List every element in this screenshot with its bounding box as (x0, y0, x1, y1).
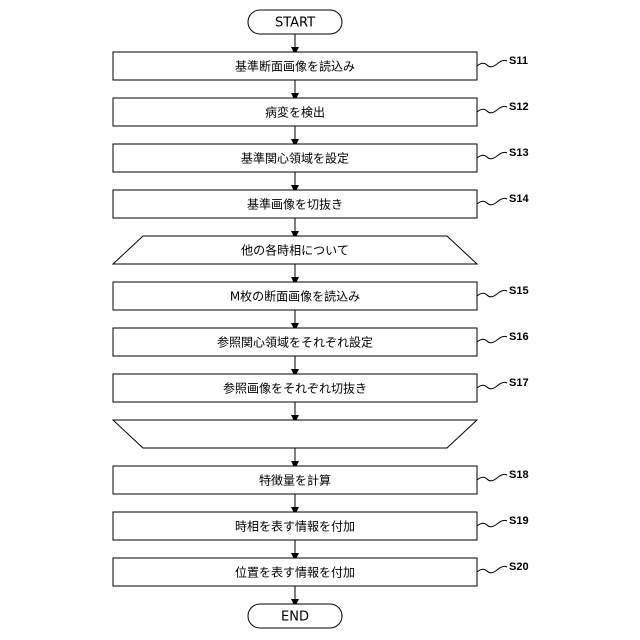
step-id-s16: S16 (509, 331, 529, 343)
step-id-s14: S14 (509, 193, 529, 205)
process-s19: 時相を表す情報を付加 S19 (113, 512, 529, 540)
step-id-s12: S12 (509, 101, 529, 113)
step-id-s20: S20 (509, 561, 529, 573)
step-text-s14: 基準画像を切抜き (247, 197, 343, 212)
process-s18: 特徴量を計算 S18 (113, 466, 529, 494)
process-s20: 位置を表す情報を付加 S20 (113, 558, 529, 586)
process-s16: 参照関心領域をそれぞれ設定 S16 (113, 328, 529, 356)
process-s13: 基準関心領域を設定 S13 (113, 144, 529, 172)
step-id-s13: S13 (509, 147, 529, 159)
process-s14: 基準画像を切抜き S14 (113, 190, 529, 218)
loop-start-label: 他の各時相について (241, 243, 349, 258)
process-s17: 参照画像をそれぞれ切抜き S17 (113, 374, 529, 402)
step-id-s19: S19 (509, 515, 529, 527)
end-label: END (281, 610, 309, 625)
step-id-s15: S15 (509, 285, 529, 297)
process-s12: 病変を検出 S12 (113, 98, 529, 126)
step-id-s17: S17 (509, 377, 529, 389)
step-text-s13: 基準関心領域を設定 (241, 151, 349, 166)
step-text-s11: 基準断面画像を読込み (235, 59, 355, 74)
step-text-s12: 病変を検出 (265, 105, 325, 120)
step-id-s18: S18 (509, 469, 529, 481)
loop-end (113, 420, 477, 448)
step-text-s15: M枚の断面画像を読込み (230, 289, 360, 304)
step-text-s16: 参照関心領域をそれぞれ設定 (217, 335, 373, 350)
step-text-s18: 特徴量を計算 (259, 473, 331, 488)
step-text-s19: 時相を表す情報を付加 (235, 520, 355, 534)
process-s11: 基準断面画像を読込み S11 (113, 52, 528, 80)
step-text-s17: 参照画像をそれぞれ切抜き (223, 381, 367, 396)
loop-start: 他の各時相について (113, 236, 477, 264)
step-text-s20: 位置を表す情報を付加 (235, 565, 355, 580)
start-terminal: START (248, 10, 342, 34)
start-label: START (275, 16, 315, 31)
step-id-s11: S11 (509, 55, 528, 67)
process-s15: M枚の断面画像を読込み S15 (113, 282, 529, 310)
end-terminal: END (248, 604, 342, 628)
